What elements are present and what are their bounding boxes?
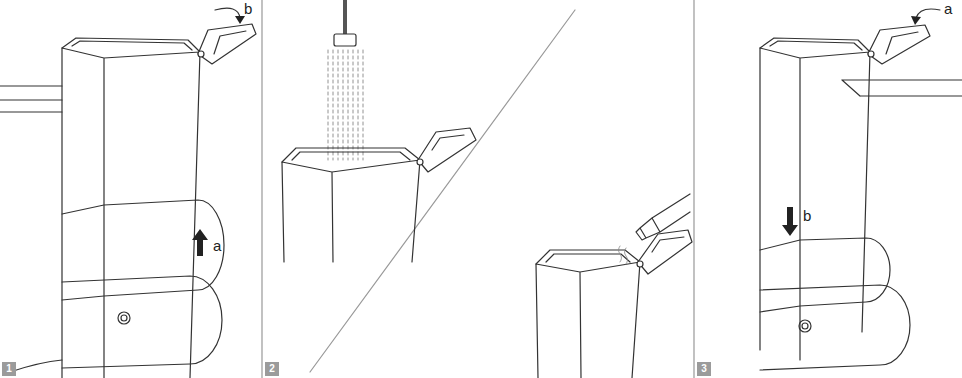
- arrow-down: [782, 207, 798, 236]
- rotate-arrowhead: [235, 16, 245, 24]
- water-tank: [760, 48, 870, 360]
- detergent-bottle: [636, 194, 690, 240]
- rotate-arrowhead: [911, 16, 921, 25]
- step-number: 3: [697, 362, 711, 376]
- panel-divider: [262, 0, 694, 378]
- tank-rim: [62, 38, 200, 52]
- base-button: [799, 320, 811, 332]
- lid-hinge: [417, 159, 423, 165]
- step-letter: a: [944, 1, 952, 16]
- tank-rim: [282, 148, 420, 162]
- arrow-up: [192, 229, 208, 256]
- water-tank: [282, 160, 420, 262]
- faucet-pipe: [343, 0, 347, 34]
- lid-hinge: [868, 51, 874, 57]
- step-number: 1: [2, 362, 16, 376]
- machine-top: [0, 86, 62, 112]
- water-tank: [536, 262, 640, 378]
- water-tank: [62, 48, 200, 378]
- water-stream: [328, 50, 363, 160]
- step-number: 2: [265, 362, 279, 376]
- tank-reservoir: [760, 238, 890, 312]
- lid-hinge: [637, 261, 643, 267]
- step-letter: b: [803, 208, 811, 223]
- step-letter: b: [244, 1, 252, 16]
- step-number-text: 3: [701, 364, 707, 374]
- tank-lid: [198, 24, 256, 64]
- base-button: [121, 315, 127, 321]
- machine-top: [842, 80, 962, 96]
- step-number-text: 1: [6, 364, 12, 374]
- step-letter: a: [213, 238, 221, 253]
- tank-lid: [418, 128, 476, 172]
- base-button: [802, 323, 808, 329]
- liquid-drops: [619, 246, 628, 264]
- tank-lid: [868, 25, 930, 64]
- rotate-arrow: [916, 9, 940, 18]
- faucet-nozzle: [334, 34, 356, 46]
- step-number-text: 2: [269, 364, 275, 374]
- base-button: [118, 312, 130, 324]
- tank-rim: [760, 38, 870, 52]
- tank-reservoir: [62, 200, 224, 300]
- lid-hinge: [198, 51, 204, 57]
- machine-base: [760, 285, 910, 370]
